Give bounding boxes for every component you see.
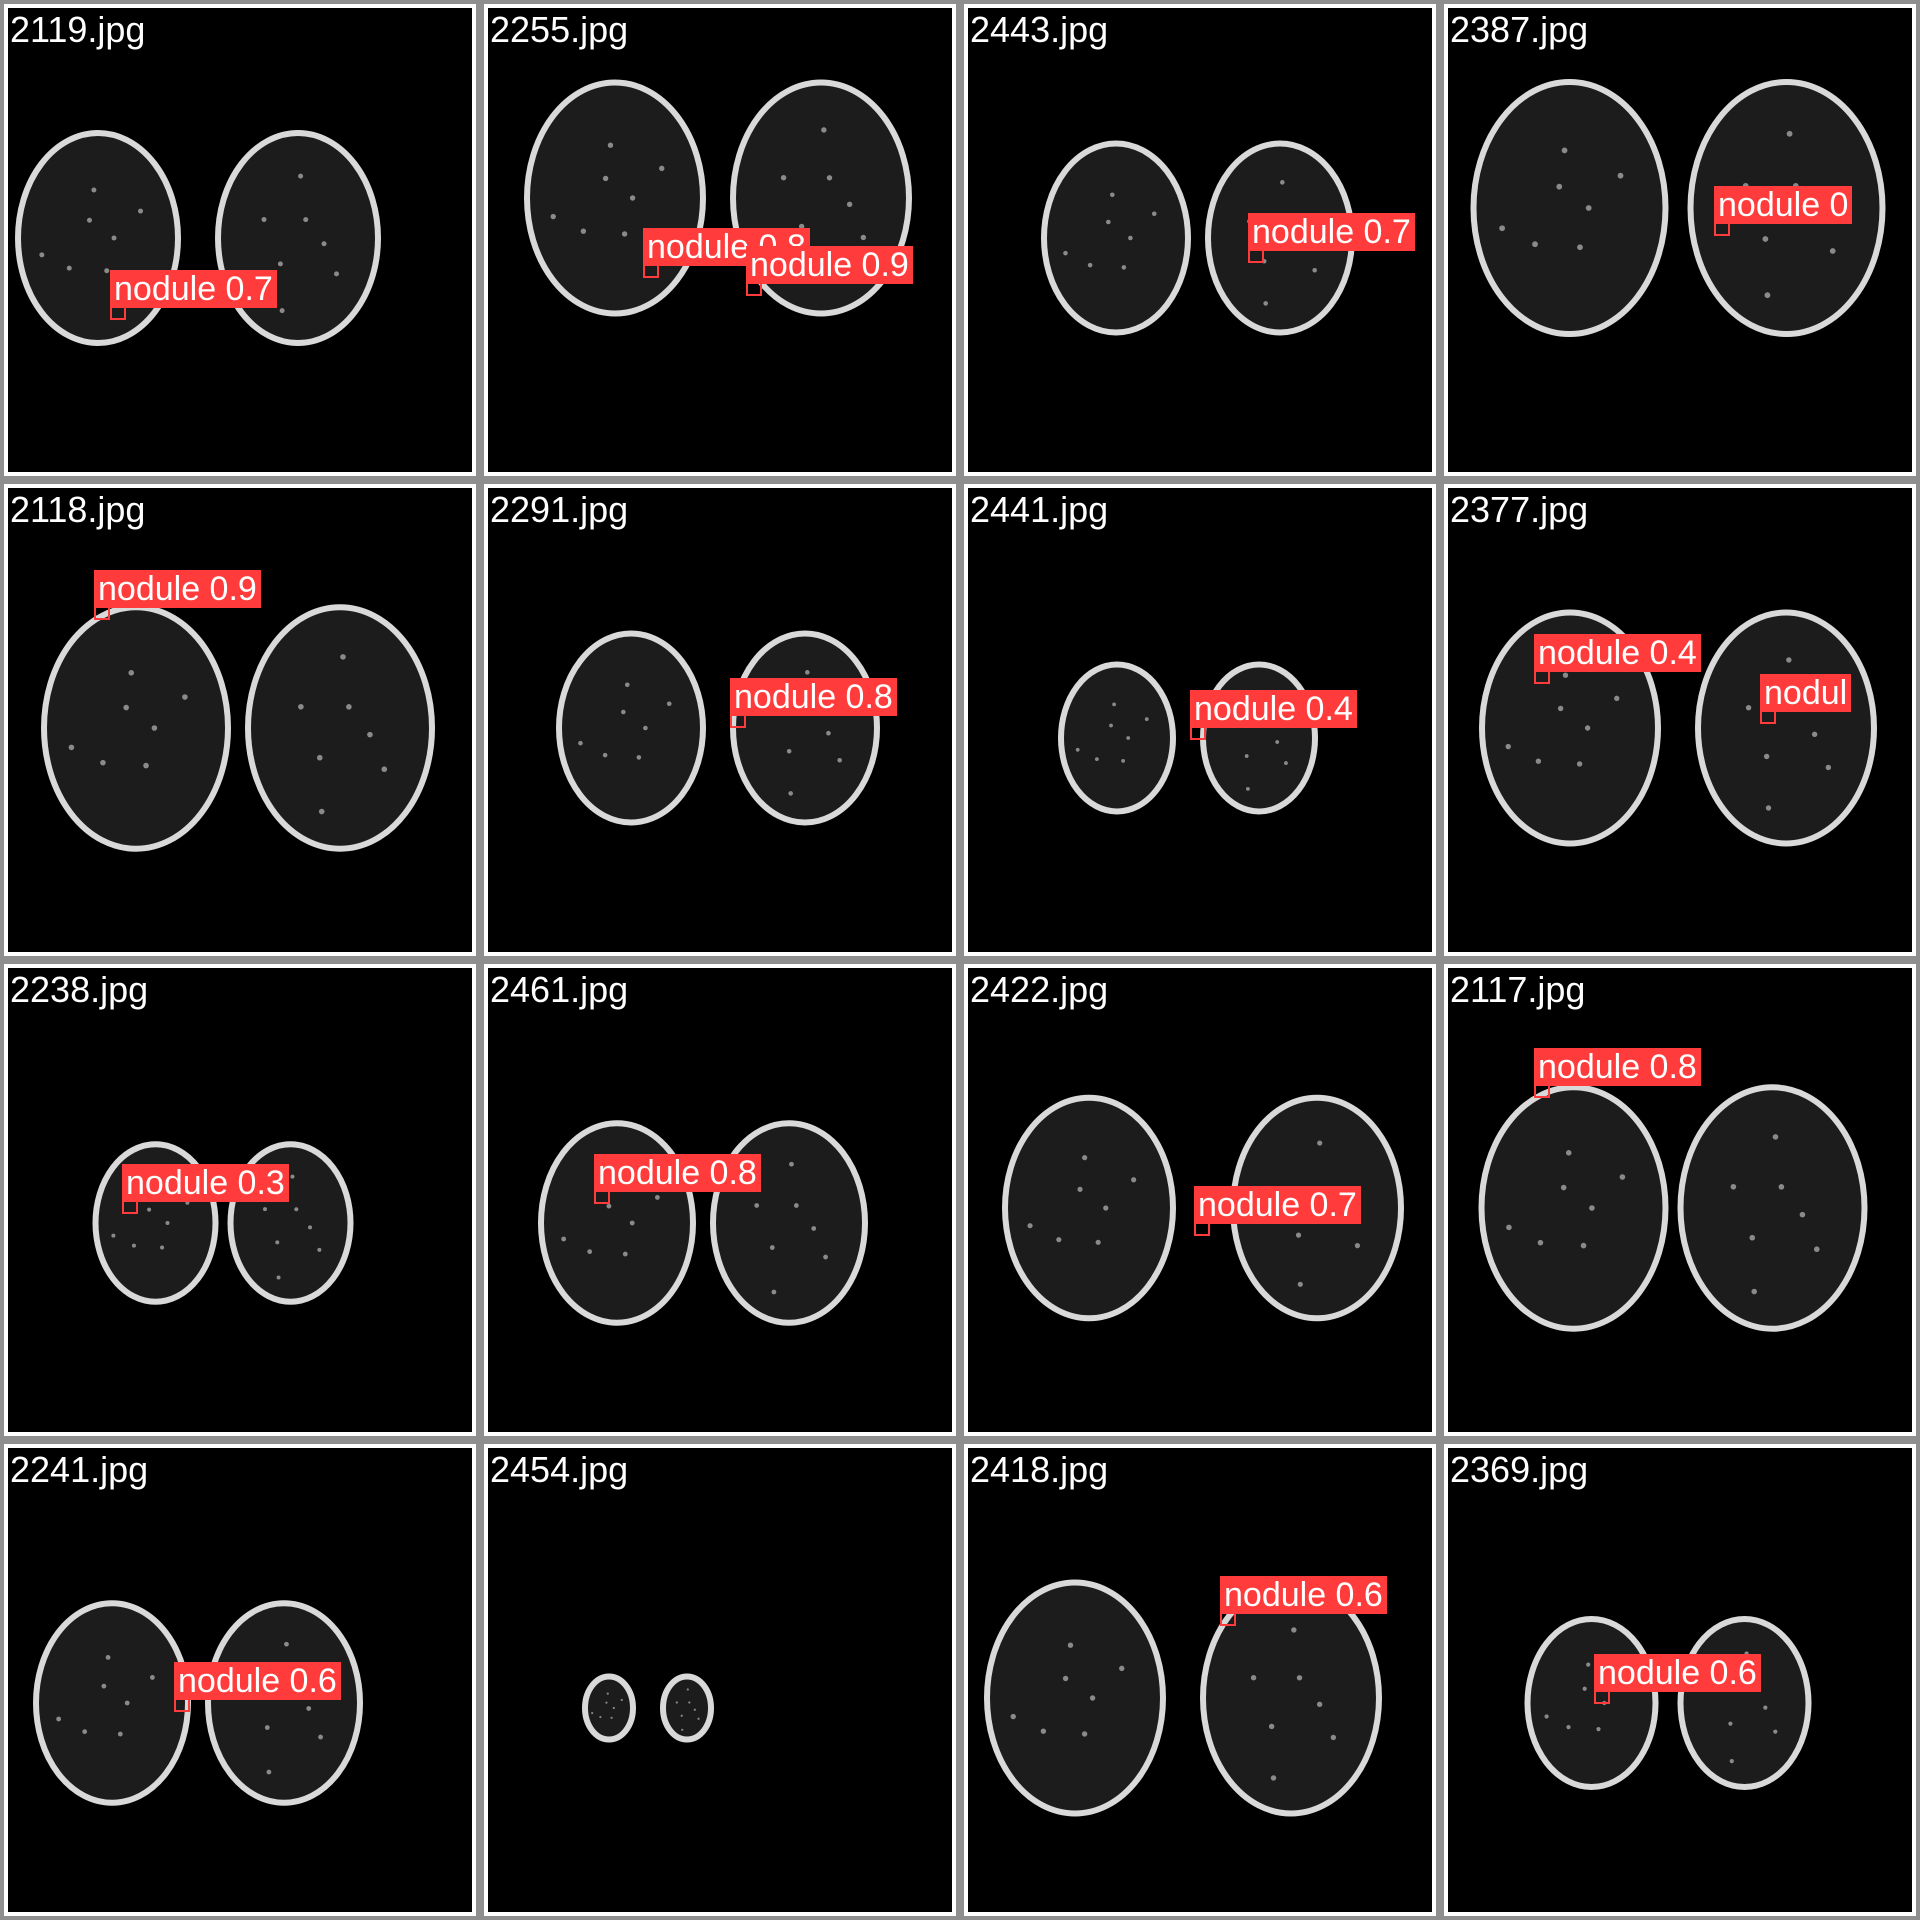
tile-filename: 2443.jpg: [970, 9, 1109, 50]
left-lung: [556, 630, 706, 826]
detection-label: nodule 0: [1714, 186, 1853, 224]
tile-filename: 2441.jpg: [970, 489, 1109, 530]
tile-filename: 2454.jpg: [490, 1449, 629, 1490]
detection-box: [1760, 708, 1776, 724]
left-lung: [582, 1673, 636, 1743]
detection-box: [1594, 1688, 1610, 1704]
tile-filename: 2418.jpg: [970, 1449, 1109, 1490]
detection-box: [730, 712, 746, 728]
left-lung: [1524, 1616, 1659, 1790]
tile-filename: 2291.jpg: [490, 489, 629, 530]
detection-box: [643, 262, 659, 278]
scan-tile: 2441.jpg nodule 0.4: [964, 484, 1436, 956]
detection-label: nodule 0.6: [1594, 1654, 1761, 1692]
left-lung: [524, 79, 706, 317]
detection-label: nodule 0.9: [746, 246, 913, 284]
detection-label: nodule 0.7: [110, 270, 277, 308]
scan-tile: 2418.jpg nodule 0.6: [964, 1444, 1436, 1916]
scan-tile: 2369.jpg nodule 0.6: [1444, 1444, 1916, 1916]
right-lung: [1695, 609, 1877, 847]
scan-tile: 2377.jpg nodule 0.4 nodul: [1444, 484, 1916, 956]
scan-tile: 2461.jpg nodule 0.8: [484, 964, 956, 1436]
detection-box: [174, 1696, 190, 1712]
detection-box: [1194, 1220, 1210, 1236]
detection-box: [1220, 1610, 1236, 1626]
tile-filename: 2387.jpg: [1450, 9, 1589, 50]
scan-tile: 2291.jpg nodule 0.8: [484, 484, 956, 956]
scan-tile: 2117.jpg nodule 0.8: [1444, 964, 1916, 1436]
tile-filename: 2241.jpg: [10, 1449, 149, 1490]
right-lung: [245, 604, 435, 852]
detection-box: [110, 304, 126, 320]
tile-filename: 2119.jpg: [10, 9, 146, 50]
left-lung: [1002, 1094, 1176, 1322]
right-lung: [1677, 1616, 1812, 1790]
detection-label: nodule 0.8: [594, 1154, 761, 1192]
right-lung: [215, 130, 381, 346]
right-lung: [205, 1600, 363, 1806]
right-lung: [660, 1673, 714, 1743]
tile-filename: 2369.jpg: [1450, 1449, 1589, 1490]
left-lung: [1058, 661, 1176, 815]
scan-tile: 2118.jpg nodule 0.9: [4, 484, 476, 956]
detection-box: [1534, 1082, 1550, 1098]
detection-box: [1190, 724, 1206, 740]
tile-filename: 2117.jpg: [1450, 969, 1586, 1010]
scan-tile: 2443.jpg nodule 0.7: [964, 4, 1436, 476]
scan-tile: 2387.jpg nodule 0: [1444, 4, 1916, 476]
detection-box: [1248, 247, 1264, 263]
detection-label: nodule 0.6: [1220, 1576, 1387, 1614]
detection-box: [1714, 220, 1730, 236]
right-lung: [730, 630, 880, 826]
left-lung: [1470, 79, 1669, 337]
scan-tile: 2454.jpg: [484, 1444, 956, 1916]
scan-tile: 2422.jpg nodule 0.7: [964, 964, 1436, 1436]
detection-box: [746, 280, 762, 296]
detection-label: nodule 0.8: [1534, 1048, 1701, 1086]
detection-label: nodule 0.6: [174, 1662, 341, 1700]
detection-box: [594, 1188, 610, 1204]
detection-label: nodule 0.7: [1248, 213, 1415, 251]
left-lung: [33, 1600, 191, 1806]
detection-label: nodule 0.9: [94, 570, 261, 608]
detection-label: nodule 0.3: [122, 1164, 289, 1202]
right-lung: [1677, 1084, 1868, 1332]
detection-label: nodule 0.4: [1534, 634, 1701, 672]
tile-filename: 2422.jpg: [970, 969, 1109, 1010]
detection-box: [122, 1198, 138, 1214]
scan-tile: 2238.jpg nodule 0.3: [4, 964, 476, 1436]
tile-filename: 2377.jpg: [1450, 489, 1589, 530]
left-lung: [15, 130, 181, 346]
tile-filename: 2118.jpg: [10, 489, 146, 530]
scan-tile: 2241.jpg nodule 0.6: [4, 1444, 476, 1916]
tile-filename: 2238.jpg: [10, 969, 149, 1010]
left-lung: [1041, 140, 1191, 336]
tile-filename: 2461.jpg: [490, 969, 629, 1010]
scan-tile: 2119.jpg nodule 0.7: [4, 4, 476, 476]
detection-label: nodul: [1760, 674, 1852, 712]
tile-filename: 2255.jpg: [490, 9, 629, 50]
left-lung: [41, 604, 231, 852]
detection-label: nodule 0.7: [1194, 1186, 1361, 1224]
right-lung: [1200, 661, 1318, 815]
detection-label: nodule 0.4: [1190, 690, 1357, 728]
detection-label: nodule 0.8: [730, 678, 897, 716]
detection-box: [94, 604, 110, 620]
left-lung: [984, 1579, 1166, 1817]
detection-box: [1534, 668, 1550, 684]
left-lung: [1478, 1084, 1669, 1332]
